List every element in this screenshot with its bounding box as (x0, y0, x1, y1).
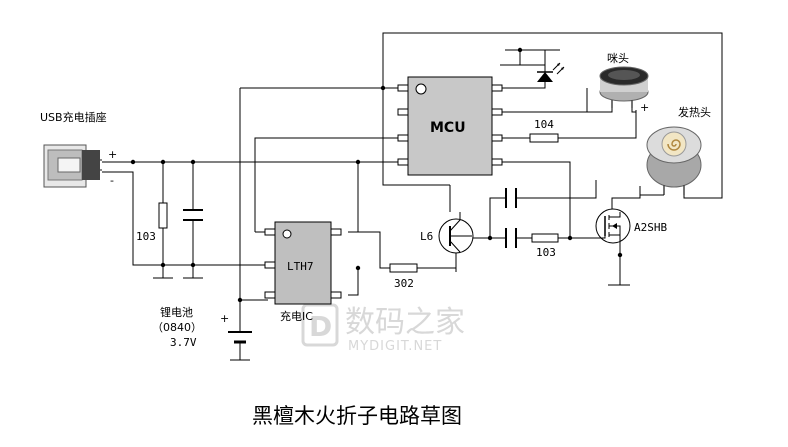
capacitor-upper (505, 188, 517, 208)
resistor-103-right-label: 103 (536, 246, 556, 259)
heater: 发热头 (639, 105, 711, 199)
diagram-title: 黑檀木火折子电路草图 (252, 404, 462, 428)
resistor-103-left: 103 (136, 202, 168, 243)
led (537, 62, 565, 82)
watermark-en: MYDIGIT.NET (348, 339, 442, 354)
battery-plus: + (220, 312, 229, 325)
mcu-label: MCU (430, 120, 466, 136)
lth7-chip: LTH7 充电IC (264, 221, 342, 323)
usb-plus: + (108, 148, 117, 161)
usb-label: USB充电插座 (40, 110, 107, 124)
junction-dots (130, 47, 623, 303)
resistor-104-label: 104 (534, 118, 554, 131)
resistor-103-right: 103 (531, 233, 559, 259)
resistor-302-label: 302 (394, 277, 414, 290)
lth7-label: LTH7 (287, 260, 314, 273)
watermark: D 数码之家 MYDIGIT.NET (301, 303, 465, 354)
battery-voltage: 3.7V (170, 336, 197, 349)
microphone: 咪头 + (586, 52, 649, 114)
mic-label: 咪头 (607, 52, 629, 65)
resistor-104: 104 (529, 118, 559, 143)
usb-minus: - (110, 174, 114, 187)
battery: + 锂电池 （0840） 3.7V (152, 305, 252, 361)
usb-connector: USB充电插座 + - (40, 110, 117, 188)
heater-label: 发热头 (678, 105, 711, 119)
resistor-103-left-label: 103 (136, 230, 156, 243)
mcu-chip: MCU (397, 76, 503, 176)
mic-plus: + (640, 101, 649, 114)
capacitor-lower (505, 228, 517, 248)
charge-ic-label: 充电IC (280, 309, 313, 323)
capacitor-left (183, 209, 203, 221)
mosfet-a2shb: A2SHB (595, 208, 667, 244)
resistor-302: 302 (389, 263, 418, 290)
watermark-logo-letter: D (309, 310, 332, 343)
watermark-logo (301, 303, 339, 347)
battery-label: 锂电池 (160, 305, 193, 319)
mosfet-label: A2SHB (634, 221, 667, 234)
watermark-cn: 数码之家 (345, 305, 465, 340)
battery-model: （0840） (152, 321, 202, 334)
transistor-label: L6 (420, 230, 433, 243)
transistor-l6: L6 (420, 212, 474, 254)
